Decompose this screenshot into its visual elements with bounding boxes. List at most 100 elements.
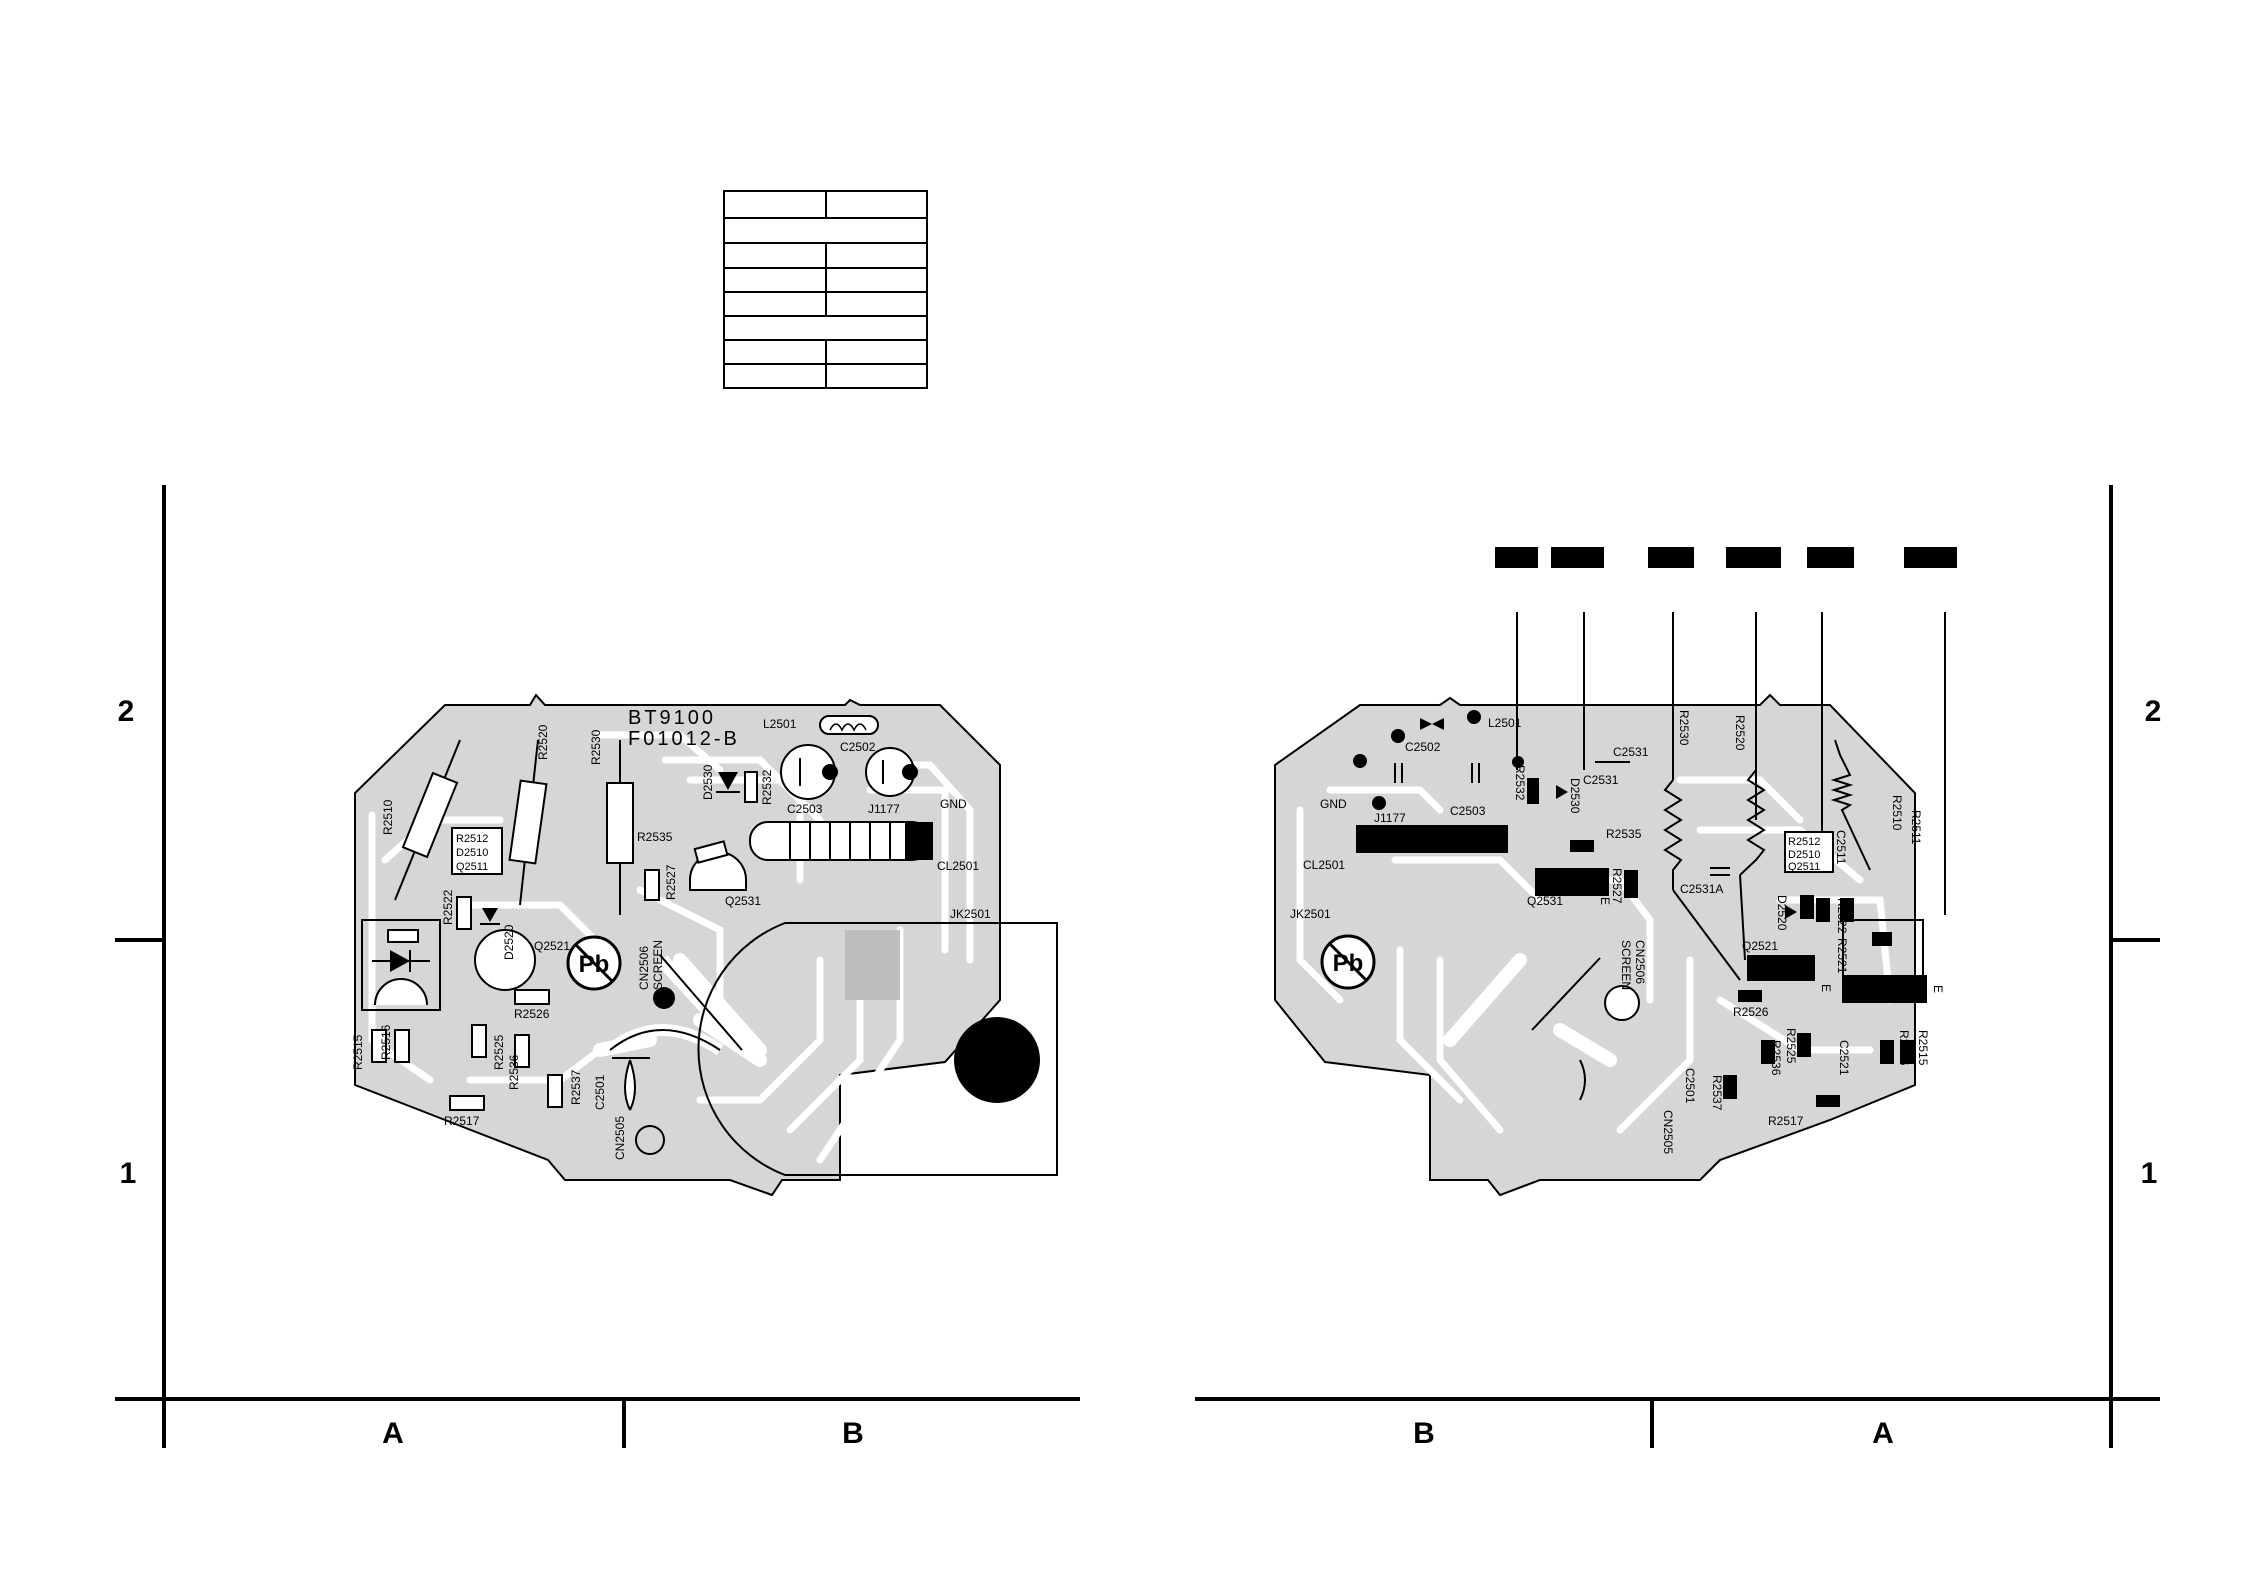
label-r2515: R2515 [351,1034,365,1070]
resistor-r2510 [394,739,461,901]
svg-text:Pb: Pb [579,951,610,978]
label-r2527: R2527 [664,864,678,900]
label-r-r2516: R2516 [1897,1030,1911,1066]
label-l2501: L2501 [763,717,797,731]
label-r-q2531: Q2531 [1527,894,1563,908]
resistor-r2530 [606,740,634,915]
label-r-r2515: R2515 [1916,1030,1930,1066]
left-board: Pb BT9100 F01012-B R2510 R2520 R2530 D25 [351,693,1058,1197]
zone-labels: 2 1 2 1 A B B A [118,695,2162,1450]
label-r2526: R2526 [514,1007,550,1021]
label-r-c2511: C2511 [1834,830,1848,865]
label-r-r2521: R2521 [1835,938,1849,974]
label-r-gnd: GND [1320,797,1347,811]
label-r-e2: E [1819,984,1833,992]
label-box-r2512: R2512 [456,833,488,845]
label-r-cn2506: CN2506 [1633,940,1647,984]
label-r2516: R2516 [379,1024,393,1060]
label-q2531: Q2531 [725,894,761,908]
label-r-jk2501: JK2501 [1290,907,1331,921]
label-r-r2536: R2536 [1769,1040,1783,1076]
label-r2517: R2517 [444,1114,480,1128]
label-r2520: R2520 [536,724,550,760]
pad-cn2506 [653,987,675,1009]
col-label-b-left: B [842,1417,864,1450]
label-r-c2501: C2501 [1683,1068,1697,1104]
label-r-r2532: R2532 [1513,765,1527,801]
cap-c2503 [780,744,838,800]
smd-pads [1356,778,1927,1107]
label-jk2501: JK2501 [950,907,991,921]
label-c2501: C2501 [593,1074,607,1110]
label-r2522: R2522 [441,889,455,925]
row-label-2-left: 2 [118,695,135,728]
label-r-r2511: R2511 [1909,810,1923,845]
col-label-a-left: A [382,1417,404,1450]
right-board: Pb L2501 C2502 GND J1177 C2503 R2532 D25… [1274,547,1957,1197]
lead-free-mark-right: Pb [1320,934,1376,990]
label-r-r2517: R2517 [1768,1114,1804,1128]
label-q2521: Q2521 [534,939,570,953]
label-r-r2525: R2525 [1784,1028,1798,1064]
col-label-a-right: A [1872,1417,1894,1450]
row-label-2-right: 2 [2145,695,2162,728]
coil-l2501 [819,715,879,735]
label-screen-left: SCREEN [651,940,665,990]
label-r-c2531a: C2531A [1680,882,1723,896]
label-r2510: R2510 [381,799,395,835]
label-cn2506: CN2506 [637,946,651,990]
row-label-1-right: 1 [2141,1157,2158,1190]
label-c2503: C2503 [787,802,823,816]
label-r-box-r2512: R2512 [1788,836,1820,848]
label-r2532: R2532 [760,769,774,805]
label-gnd-left: GND [940,797,967,811]
label-r-r2530: R2530 [1677,710,1691,746]
label-cl2501: CL2501 [937,859,979,873]
label-r-box-q2511: Q2511 [1788,861,1820,873]
diode-d2530 [718,772,738,790]
label-r2537: R2537 [569,1069,583,1105]
legend-table [723,190,928,389]
label-r-c2531: C2531 [1613,745,1649,759]
pad-cn2505 [635,1125,665,1155]
label-r-l2501: L2501 [1488,716,1522,730]
label-r2530: R2530 [589,729,603,765]
label-d2530: D2530 [701,764,715,800]
row-label-1-left: 1 [120,1157,137,1190]
label-r-r2527: R2527 [1610,868,1624,904]
grid-frame [115,485,2160,1448]
label-r-e1: E [1598,897,1612,905]
label-r-r2510: R2510 [1890,795,1904,831]
label-r-e3: E [1931,985,1945,993]
label-r-d2520: D2520 [1775,895,1789,931]
label-r-c2503: C2503 [1450,804,1486,818]
label-board-model: BT9100 [628,707,716,729]
label-r-j1177: J1177 [1374,811,1406,825]
connector-cl2501 [749,821,933,861]
jack-jk2501 [697,922,1058,1176]
label-j1177: J1177 [868,802,900,816]
col-label-b-right: B [1413,1417,1435,1450]
callout-bars [1495,547,1957,568]
label-r-r2535: R2535 [1606,827,1642,841]
label-r-r2537: R2537 [1710,1075,1724,1111]
zigzag-r2510 [1830,739,1871,871]
label-r-c2531-b: C2531 [1583,773,1619,787]
label-r-r2520: R2520 [1733,715,1747,751]
label-r-r2522: R2522 [1835,898,1849,934]
label-r2536: R2536 [507,1054,521,1090]
svg-text:Pb: Pb [1333,950,1364,977]
label-r-d2530: D2530 [1568,778,1582,814]
label-r-cn2505: CN2505 [1661,1110,1675,1154]
label-board-code: F01012-B [628,728,740,750]
label-r2535: R2535 [637,830,673,844]
lead-free-mark-left: Pb [566,935,622,991]
label-r-box-d2510: D2510 [1788,849,1820,861]
label-r-cl2501: CL2501 [1303,858,1345,872]
label-d2520: D2520 [502,924,516,960]
zigzag-r2520 [1739,769,1766,961]
label-r-c2502: C2502 [1405,740,1441,754]
block-d2510-left [361,919,441,1011]
label-r2525: R2525 [492,1034,506,1070]
